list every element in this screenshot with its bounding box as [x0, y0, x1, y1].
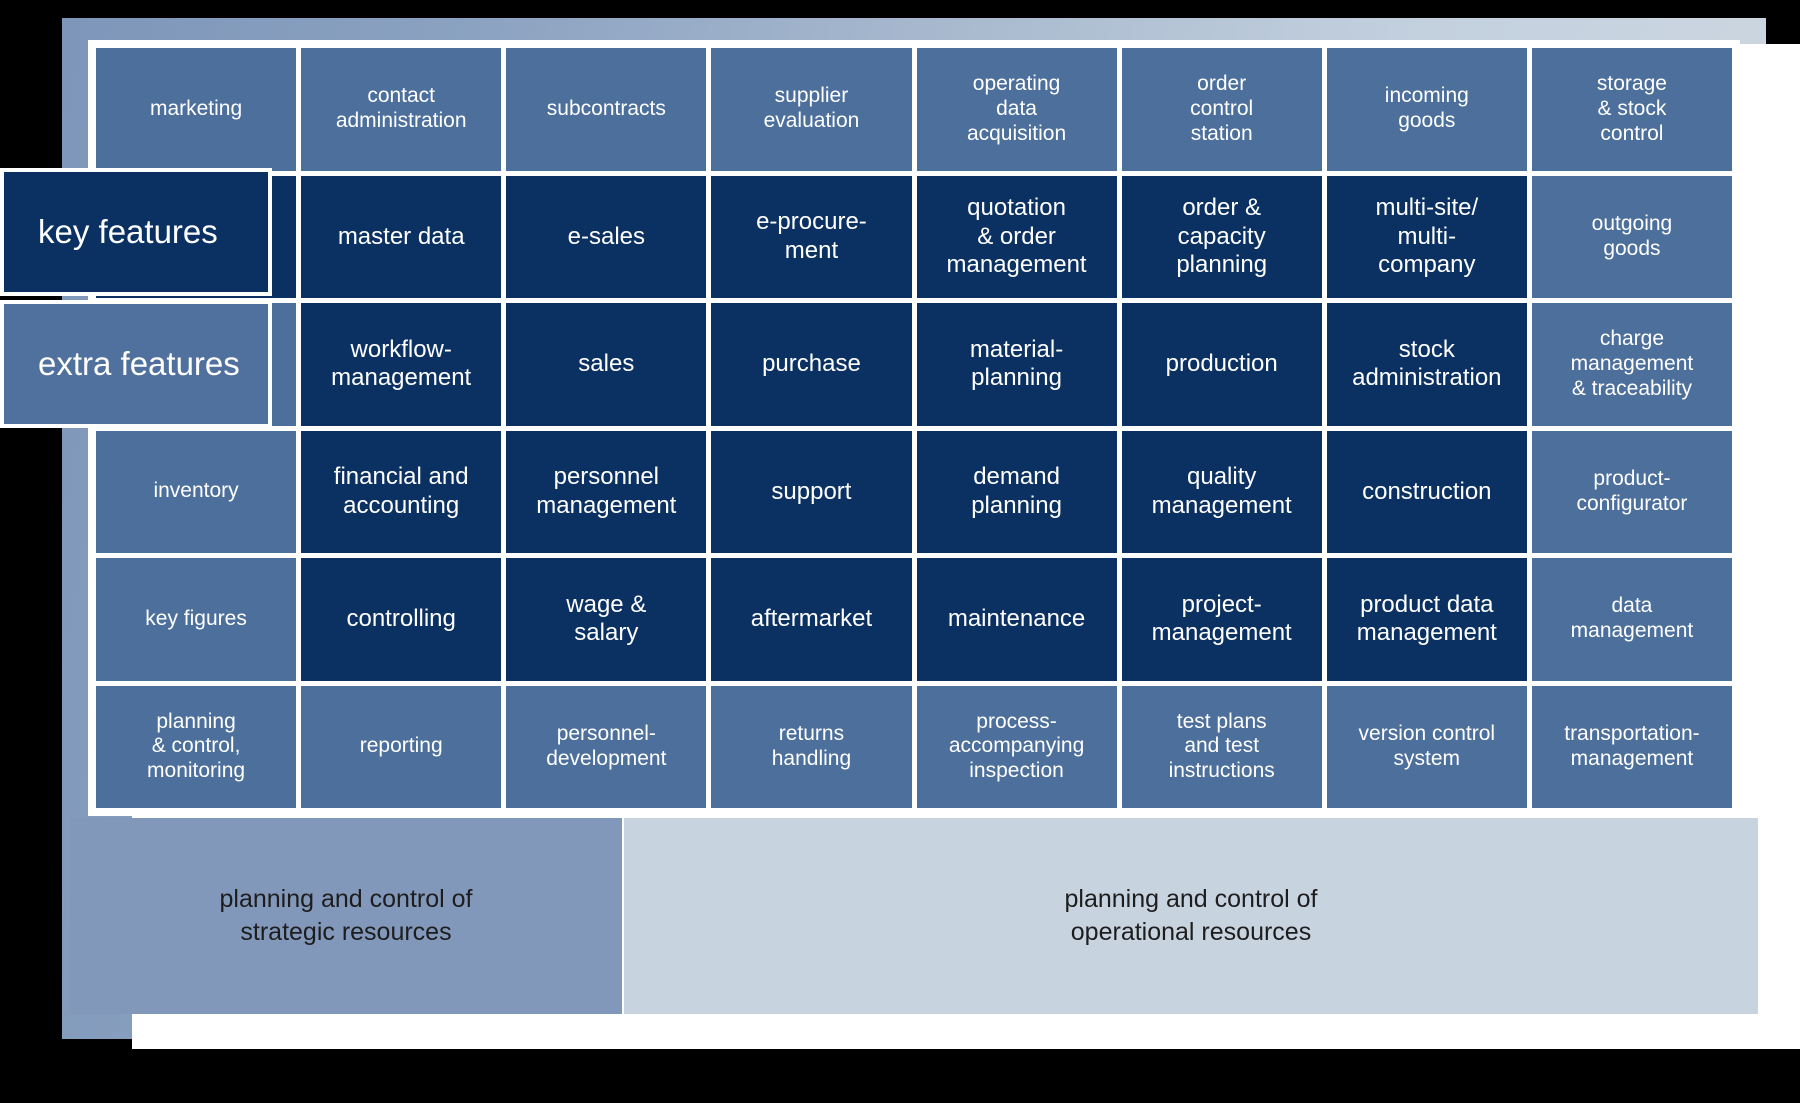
matrix-cell: order control station	[1121, 48, 1322, 171]
matrix-cell: personnel- development	[506, 685, 707, 808]
side-label-key-features: key features	[0, 168, 272, 296]
matrix-cell: master data	[301, 175, 502, 298]
matrix-cell: marketing	[96, 48, 297, 171]
matrix-cell: charge management & traceability	[1531, 303, 1732, 426]
matrix-cell: supplier evaluation	[711, 48, 912, 171]
matrix-cell: returns handling	[711, 685, 912, 808]
matrix-cell: process- accompanying inspection	[916, 685, 1117, 808]
matrix-cell: controlling	[301, 558, 502, 681]
matrix-cell: incoming goods	[1326, 48, 1527, 171]
matrix-cell: wage & salary	[506, 558, 707, 681]
matrix-cell: order & capacity planning	[1121, 175, 1322, 298]
matrix-cell: key figures	[96, 558, 297, 681]
matrix-cell: product data management	[1326, 558, 1527, 681]
matrix-cell: test plans and test instructions	[1121, 685, 1322, 808]
matrix-cell: project- management	[1121, 558, 1322, 681]
side-label-key-features-text: key features	[38, 213, 218, 250]
matrix-cell: data management	[1531, 558, 1732, 681]
matrix-cell: version control system	[1326, 685, 1527, 808]
matrix-cell: production	[1121, 303, 1322, 426]
matrix-cell: operating data acquisition	[916, 48, 1117, 171]
matrix-cell: storage & stock control	[1531, 48, 1732, 171]
matrix-cell: quotation & order management	[916, 175, 1117, 298]
matrix-cell: stock administration	[1326, 303, 1527, 426]
matrix-cell: sales	[506, 303, 707, 426]
matrix-cell: support	[711, 430, 912, 553]
matrix-cell: product- configurator	[1531, 430, 1732, 553]
matrix-cell: purchase	[711, 303, 912, 426]
matrix-cell: maintenance	[916, 558, 1117, 681]
band-operational-resources: planning and control of operational reso…	[624, 818, 1758, 1014]
matrix-cell: construction	[1326, 430, 1527, 553]
matrix-cell: reporting	[301, 685, 502, 808]
matrix-cell: inventory	[96, 430, 297, 553]
matrix-cell: transportation- management	[1531, 685, 1732, 808]
matrix-cell: financial and accounting	[301, 430, 502, 553]
matrix-cell: personnel management	[506, 430, 707, 553]
matrix-cell: demand planning	[916, 430, 1117, 553]
matrix-cell: contact administration	[301, 48, 502, 171]
matrix-cell: subcontracts	[506, 48, 707, 171]
side-label-extra-features: extra features	[0, 300, 272, 428]
band-strategic-resources: planning and control of strategic resour…	[70, 818, 622, 1014]
matrix-cell: outgoing goods	[1531, 175, 1732, 298]
matrix-cell: multi-site/ multi- company	[1326, 175, 1527, 298]
matrix-cell: quality management	[1121, 430, 1322, 553]
matrix-cell: planning & control, monitoring	[96, 685, 297, 808]
matrix-cell: material- planning	[916, 303, 1117, 426]
matrix-cell: workflow- management	[301, 303, 502, 426]
matrix-cell: e-procure- ment	[711, 175, 912, 298]
side-label-extra-features-text: extra features	[38, 345, 240, 382]
matrix-cell: e-sales	[506, 175, 707, 298]
matrix-cell: aftermarket	[711, 558, 912, 681]
